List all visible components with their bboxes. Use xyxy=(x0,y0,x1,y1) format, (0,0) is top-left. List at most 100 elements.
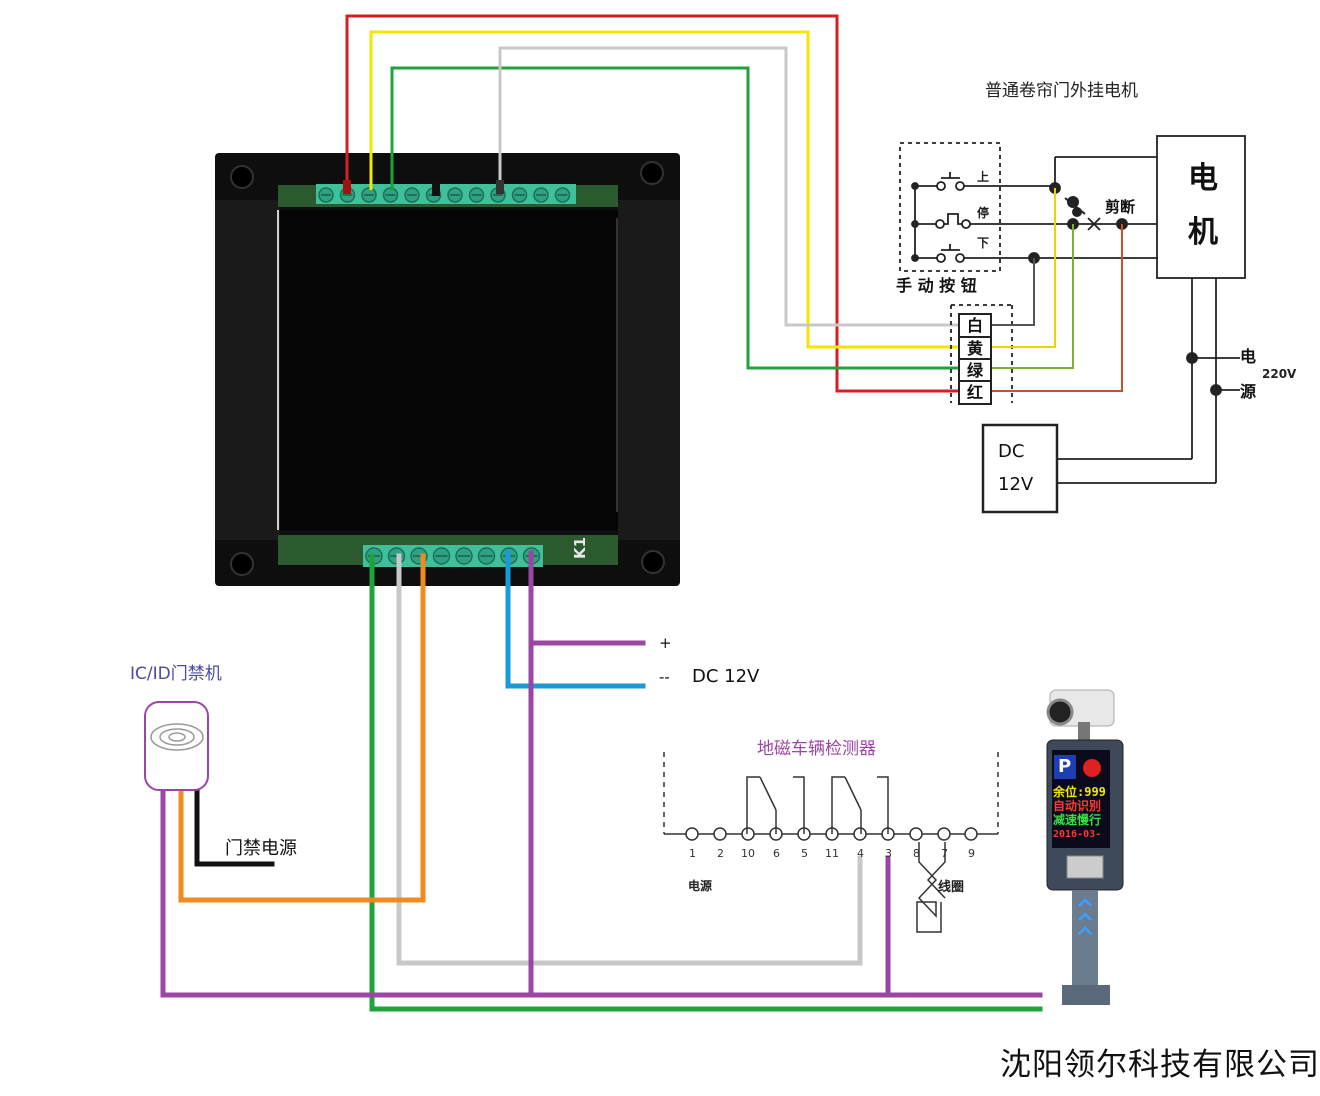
terminal-pole xyxy=(1072,890,1098,990)
motor-label-char-1: 电 xyxy=(1188,161,1218,196)
power-voltage-label: 220V xyxy=(1262,367,1297,381)
relay-2-nc xyxy=(877,776,889,834)
mount-hole-bottom-left xyxy=(230,552,254,576)
detector-pin xyxy=(685,827,699,841)
board-cover-panel xyxy=(280,210,618,530)
board-right-rail xyxy=(618,200,680,540)
coil-wire xyxy=(916,842,942,933)
relay-tag: K1 xyxy=(571,537,589,559)
reader-ring-mid xyxy=(159,728,195,746)
parking-terminal xyxy=(1046,689,1124,1005)
detector-power-label: 电源 xyxy=(688,879,713,893)
access-power-label: 门禁电源 xyxy=(225,838,297,859)
bottom-terminal-strip xyxy=(363,545,543,567)
detector-pin-number: 4 xyxy=(857,847,864,860)
coil-wire-2 xyxy=(926,842,946,899)
mount-hole-top-left xyxy=(230,165,254,189)
chevron-up-icon xyxy=(1078,898,1092,907)
camera-lens xyxy=(1046,698,1074,726)
relay-2-contact xyxy=(844,776,862,811)
wire-green-bottom xyxy=(369,553,1043,1012)
button-down-label: 下 xyxy=(977,236,990,250)
reader-body xyxy=(144,701,209,791)
relay-1-common xyxy=(746,776,760,834)
chevron-up-icon xyxy=(1078,912,1092,921)
wire-gray-bottom xyxy=(396,553,863,966)
limit-switch-label: 剪断 xyxy=(1105,198,1136,216)
detector-pin-number: 11 xyxy=(825,847,839,860)
wire-yellow-internal xyxy=(990,188,1056,348)
detector-pin xyxy=(741,827,755,841)
motor-section-title: 普通卷帘门外挂电机 xyxy=(985,81,1138,101)
top-wires xyxy=(343,14,960,393)
dc-voltage-label: DC 12V xyxy=(692,666,760,687)
wire-plug-red xyxy=(343,180,351,194)
button-up-contact-left xyxy=(936,181,946,191)
dc-plus-label: + xyxy=(659,634,672,652)
wire-yellow xyxy=(369,30,960,349)
wire-plug-white xyxy=(496,180,504,194)
motor-schematic xyxy=(899,135,1246,514)
detector-pin-number: 5 xyxy=(801,847,808,860)
button-down-contact-left xyxy=(936,253,946,263)
access-control-title: IC/ID门禁机 xyxy=(130,664,222,684)
reader-ring-outer xyxy=(150,723,204,751)
parking-display-line-4: 2016-03- xyxy=(1053,829,1102,840)
detector-pin-number: 3 xyxy=(885,847,892,860)
detector-pin xyxy=(713,827,727,841)
parking-display-line-1: 余位:999 xyxy=(1053,785,1106,799)
motor-box xyxy=(1156,135,1246,279)
motor-label-char-2: 机 xyxy=(1188,215,1218,250)
bottom-terminal-block xyxy=(363,545,543,567)
limit-switch-cut-2 xyxy=(1087,217,1101,231)
company-name: 沈阳领尔科技有限公司 xyxy=(1000,1047,1320,1083)
detector-pin-number: 10 xyxy=(741,847,755,860)
wire-white-internal xyxy=(990,258,1035,326)
manual-buttons-label: 手 动 按 钮 xyxy=(896,276,977,295)
wire-green-internal xyxy=(990,224,1074,369)
detector-pin-number: 7 xyxy=(941,847,948,860)
parking-display-line-3: 减速慢行 xyxy=(1053,813,1102,827)
relay-tag-bg xyxy=(565,537,591,561)
terminal-base xyxy=(1062,985,1110,1005)
wire-red-internal xyxy=(990,224,1123,392)
button-stop-actuator xyxy=(944,213,962,225)
camera-mount xyxy=(1078,722,1090,742)
dc-supply-label-line1: DC xyxy=(998,441,1025,462)
wire-white xyxy=(498,46,960,327)
button-stop-contact-left xyxy=(935,219,945,229)
button-up-label: 上 xyxy=(977,170,990,184)
mount-hole-top-right xyxy=(640,161,664,185)
board-left-rail xyxy=(215,200,280,540)
ticket-slot xyxy=(1066,855,1104,879)
wire-purple-access xyxy=(160,787,1043,998)
wire-green xyxy=(390,66,960,370)
manual-button-frame xyxy=(899,142,1001,272)
pole-arrows xyxy=(1078,898,1092,935)
detector-pin xyxy=(964,827,978,841)
detector-pin-number: 1 xyxy=(689,847,696,860)
parking-p-sign: P xyxy=(1058,756,1072,777)
button-down-actuator xyxy=(941,244,960,251)
detector-pin-number: 8 xyxy=(913,847,920,860)
wire-plug-black xyxy=(432,180,440,196)
detector-pin-number: 9 xyxy=(968,847,975,860)
terminal-red: 红 xyxy=(958,380,992,405)
button-up-actuator xyxy=(941,172,960,179)
reader-ring-inner xyxy=(168,732,186,742)
button-bus-node-3 xyxy=(911,254,919,262)
dc-minus-label: -- xyxy=(659,668,670,686)
mount-hole-bottom-right xyxy=(641,550,665,574)
button-stop-label: 停 xyxy=(977,206,990,220)
relay-1-nc xyxy=(793,776,805,834)
controller-board: K1 xyxy=(215,153,680,586)
limit-switch-icon xyxy=(1064,196,1086,217)
wire-red xyxy=(345,14,960,393)
vehicle-detector xyxy=(663,752,999,933)
button-bus-node-1 xyxy=(911,182,919,190)
access-control-reader xyxy=(144,701,209,791)
terminal-white: 白 xyxy=(958,313,992,338)
button-bus-node-2 xyxy=(911,220,919,228)
wire-orange-bottom xyxy=(178,553,426,903)
